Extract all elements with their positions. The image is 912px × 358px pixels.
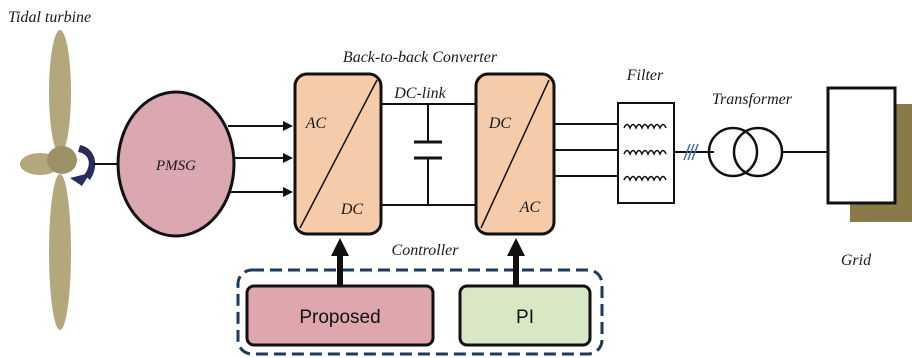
grid-label: Grid <box>841 252 872 269</box>
pmsg-label: PMSG <box>155 158 196 174</box>
inverter-ac-label: AC <box>519 199 541 216</box>
proposed-label: Proposed <box>299 307 380 328</box>
pmsg-generator: PMSG <box>116 90 236 238</box>
three-phase-lines-generator <box>228 121 293 197</box>
three-phase-lines-filter <box>554 123 618 177</box>
dc-link-label: DC-link <box>393 85 446 102</box>
grid: Grid <box>826 86 912 269</box>
pi-controller: PI <box>458 284 592 347</box>
pi-label: PI <box>516 307 534 328</box>
tidal-turbine-label: Tidal turbine <box>8 9 91 26</box>
filter: Filter <box>617 67 675 204</box>
rectifier-ac-label: AC <box>305 115 327 132</box>
rectifier-ac-dc: AC DC <box>293 72 383 236</box>
converter-label: Back-to-back Converter <box>343 49 498 66</box>
filter-label: Filter <box>626 67 664 84</box>
tidal-turbine: Tidal turbine <box>8 9 96 330</box>
transformer: Transformer <box>707 91 793 178</box>
controller-frame <box>236 268 604 356</box>
turbine-blade-top <box>49 30 71 154</box>
control-arrow-inverter <box>507 238 525 286</box>
control-arrow-rectifier <box>331 238 349 286</box>
transformer-label: Transformer <box>712 91 793 108</box>
controller-label: Controller <box>392 242 460 259</box>
rotation-arrow-icon <box>78 145 96 180</box>
inverter-dc-ac: DC AC <box>474 72 556 236</box>
turbine-hub <box>47 146 77 174</box>
three-phase-mark-icon <box>683 143 699 161</box>
proposed-controller: Proposed <box>245 284 435 347</box>
turbine-blade-bottom <box>49 174 71 330</box>
inverter-dc-label: DC <box>488 115 512 132</box>
rectifier-dc-label: DC <box>340 201 364 218</box>
dc-link <box>381 103 476 206</box>
